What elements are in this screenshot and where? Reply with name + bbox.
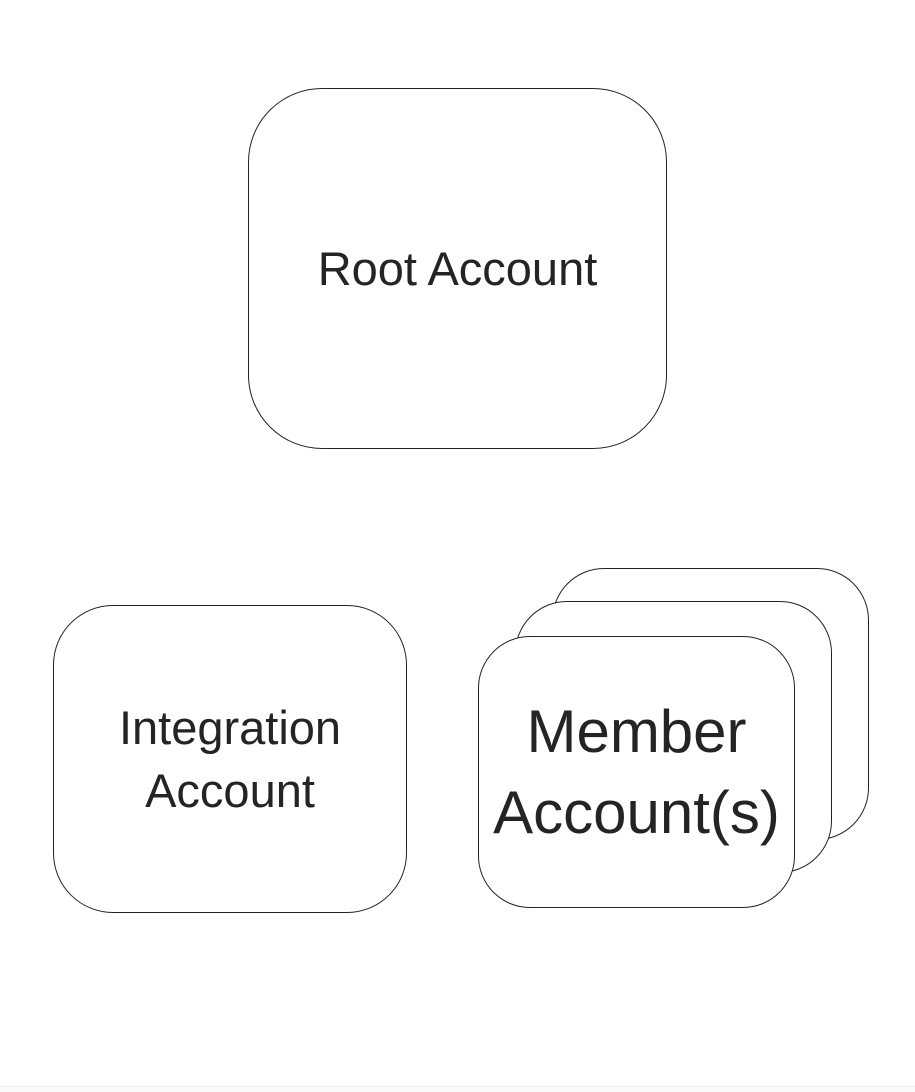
node-root-account-label: Root Account: [317, 241, 598, 295]
node-integration-account-label: Integration Account: [118, 700, 342, 817]
bottom-edge-strip: [0, 1086, 915, 1092]
node-root-account: Root Account: [248, 88, 667, 449]
node-member-accounts-label: Member Account(s): [493, 698, 780, 846]
node-member-accounts: Member Account(s): [478, 636, 795, 908]
node-integration-account: Integration Account: [53, 605, 407, 913]
